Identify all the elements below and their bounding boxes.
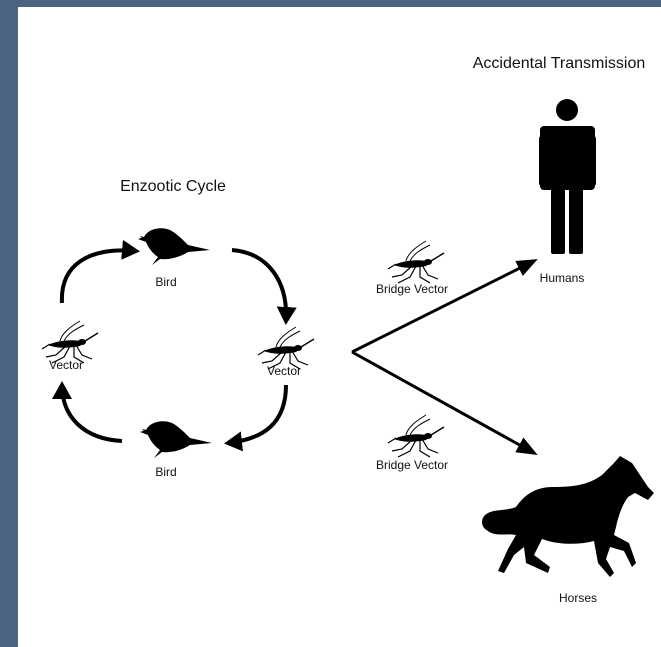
cycle-arrow-left-to-top: [62, 250, 136, 303]
mosquito-icon: [388, 415, 444, 457]
humans-label: Humans: [540, 271, 585, 285]
enzootic-cycle-title: Enzootic Cycle: [120, 178, 226, 196]
mosquito-icon: [42, 321, 98, 363]
human-icon: [539, 99, 596, 254]
horse-icon: [482, 456, 654, 577]
bird-icon: [140, 421, 212, 458]
bridge-vector-lower-label: Bridge Vector: [376, 458, 448, 472]
diagram-canvas: [18, 7, 661, 647]
cycle-arrow-bottom-to-left: [62, 385, 122, 441]
bird-bottom-label: Bird: [155, 465, 176, 479]
mosquito-icon: [388, 241, 444, 283]
diagram-panel: Enzootic Cycle Accidental Transmission B…: [18, 7, 661, 647]
bird-icon: [138, 228, 210, 265]
vector-right-label: Vector: [267, 364, 301, 378]
cycle-arrow-right-to-bottom: [228, 385, 286, 443]
vector-left-label: Vector: [49, 358, 83, 372]
arrow-to-horses: [352, 352, 534, 453]
mosquito-icon: [258, 327, 314, 369]
accidental-transmission-title: Accidental Transmission: [473, 55, 646, 73]
bridge-vector-upper-label: Bridge Vector: [376, 282, 448, 296]
horses-label: Horses: [559, 591, 597, 605]
arrow-to-humans: [352, 261, 534, 352]
bird-top-label: Bird: [155, 275, 176, 289]
cycle-arrow-top-to-right: [232, 250, 286, 321]
